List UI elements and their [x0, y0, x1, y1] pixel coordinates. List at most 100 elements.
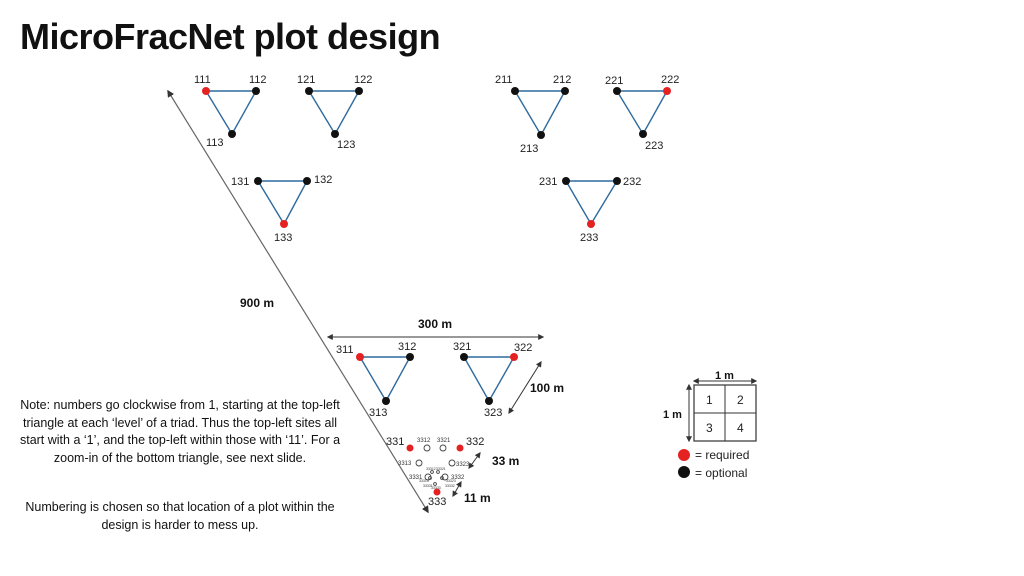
label-323: 323	[484, 407, 502, 419]
label-322: 322	[514, 342, 532, 354]
label-332: 332	[466, 436, 484, 448]
plot-323-dot	[485, 397, 493, 405]
label-3331: 3331	[409, 475, 423, 481]
11m-label: 11 m	[464, 491, 491, 505]
plot-221-dot	[613, 87, 621, 95]
label-33332: 33332	[445, 484, 455, 488]
plot-122-dot	[355, 87, 363, 95]
label-112: 112	[249, 74, 267, 86]
label-33333: 33333	[431, 486, 441, 490]
label-213: 213	[520, 143, 538, 155]
label-311: 311	[336, 344, 354, 356]
legend: = required = optional	[678, 448, 749, 480]
label-333: 333	[428, 496, 446, 508]
plot-121-dot	[305, 87, 313, 95]
label-121: 121	[297, 74, 315, 86]
label-3323: 3323	[456, 462, 470, 468]
plot-123-dot	[331, 130, 339, 138]
label-33313: 33313	[419, 479, 429, 483]
label-331: 331	[386, 436, 404, 448]
label-211: 211	[495, 74, 513, 86]
plot-233-dot	[587, 220, 595, 228]
legend-optional-label: = optional	[695, 466, 747, 480]
label-231: 231	[539, 176, 557, 188]
label-113: 113	[206, 137, 224, 149]
label-212: 212	[553, 74, 571, 86]
label-3332: 3332	[451, 475, 465, 481]
subtriad-33-open-plots	[415, 444, 456, 486]
plot-dots	[202, 87, 671, 496]
plot-331-dot	[406, 444, 414, 452]
label-132: 132	[314, 174, 332, 186]
label-33331: 33331	[423, 484, 433, 488]
plot-133-dot	[280, 220, 288, 228]
label-123: 123	[337, 139, 355, 151]
grid-width-label: 1 m	[715, 370, 734, 382]
plot-211-dot	[511, 87, 519, 95]
one-meter-grid: 1 m 1 m 1 2 3 4	[663, 370, 758, 443]
grid-height-label: 1 m	[663, 409, 682, 421]
plot-3312-open	[423, 444, 431, 452]
grid-cell-4: 4	[737, 421, 744, 435]
plot-111-dot	[202, 87, 210, 95]
label-133: 133	[274, 232, 292, 244]
label-313: 313	[369, 407, 387, 419]
plot-223-dot	[639, 130, 647, 138]
11m-dimension-line	[452, 480, 462, 498]
numbering-rationale-note: Numbering is chosen so that location of …	[25, 500, 335, 532]
plot-212-dot	[561, 87, 569, 95]
micro-plot-labels: 33312 33321 33313 33323 33331 33332 3333…	[419, 467, 456, 490]
label-33312: 33312	[426, 467, 436, 471]
legend-optional-dot	[678, 466, 690, 478]
triad-edges	[205, 90, 668, 402]
label-233: 233	[580, 232, 598, 244]
plot-332-dot	[456, 444, 464, 452]
plot-132-dot	[303, 177, 311, 185]
plot-113-dot	[228, 130, 236, 138]
legend-required-dot	[678, 449, 690, 461]
numbering-note: Note: numbers go clockwise from 1, start…	[19, 398, 341, 465]
label-131: 131	[231, 176, 249, 188]
legend-required-label: = required	[695, 448, 749, 462]
plot-321-dot	[460, 353, 468, 361]
plot-222-dot	[663, 87, 671, 95]
label-33323: 33323	[446, 479, 456, 483]
plot-231-dot	[562, 177, 570, 185]
label-3312: 3312	[417, 438, 431, 444]
plot-311-dot	[356, 353, 364, 361]
plot-3321-open	[439, 444, 447, 452]
label-321: 321	[453, 341, 471, 353]
grid-cell-1: 1	[706, 393, 713, 407]
grid-cell-2: 2	[737, 393, 744, 407]
900m-label: 900 m	[240, 296, 274, 310]
grid-cell-3: 3	[706, 421, 713, 435]
page-title: MicroFracNet plot design	[20, 16, 441, 57]
plot-232-dot	[613, 177, 621, 185]
plot-3323-open	[448, 459, 456, 467]
plot-131-dot	[254, 177, 262, 185]
label-33321: 33321	[436, 467, 446, 471]
label-3313: 3313	[398, 461, 412, 467]
300m-label: 300 m	[418, 317, 452, 331]
plot-3313-open	[415, 459, 423, 467]
33m-dimension-line	[468, 452, 481, 469]
plot-213-dot	[537, 131, 545, 139]
label-223: 223	[645, 140, 663, 152]
label-232: 232	[623, 176, 641, 188]
plot-112-dot	[252, 87, 260, 95]
100m-label: 100 m	[530, 381, 564, 395]
label-122: 122	[354, 74, 372, 86]
900m-dimension-line	[167, 89, 429, 514]
33m-label: 33 m	[492, 454, 519, 468]
label-3321: 3321	[437, 438, 451, 444]
plot-labels: 111 112 113 121 122 123 131 132 133 211 …	[194, 74, 679, 508]
plot-322-dot	[510, 353, 518, 361]
label-312: 312	[398, 341, 416, 353]
label-111: 111	[194, 74, 211, 86]
plot-333-dot	[433, 488, 441, 496]
plot-312-dot	[406, 353, 414, 361]
100m-dimension-line	[508, 360, 542, 415]
plot-313-dot	[382, 397, 390, 405]
label-222: 222	[661, 74, 679, 86]
